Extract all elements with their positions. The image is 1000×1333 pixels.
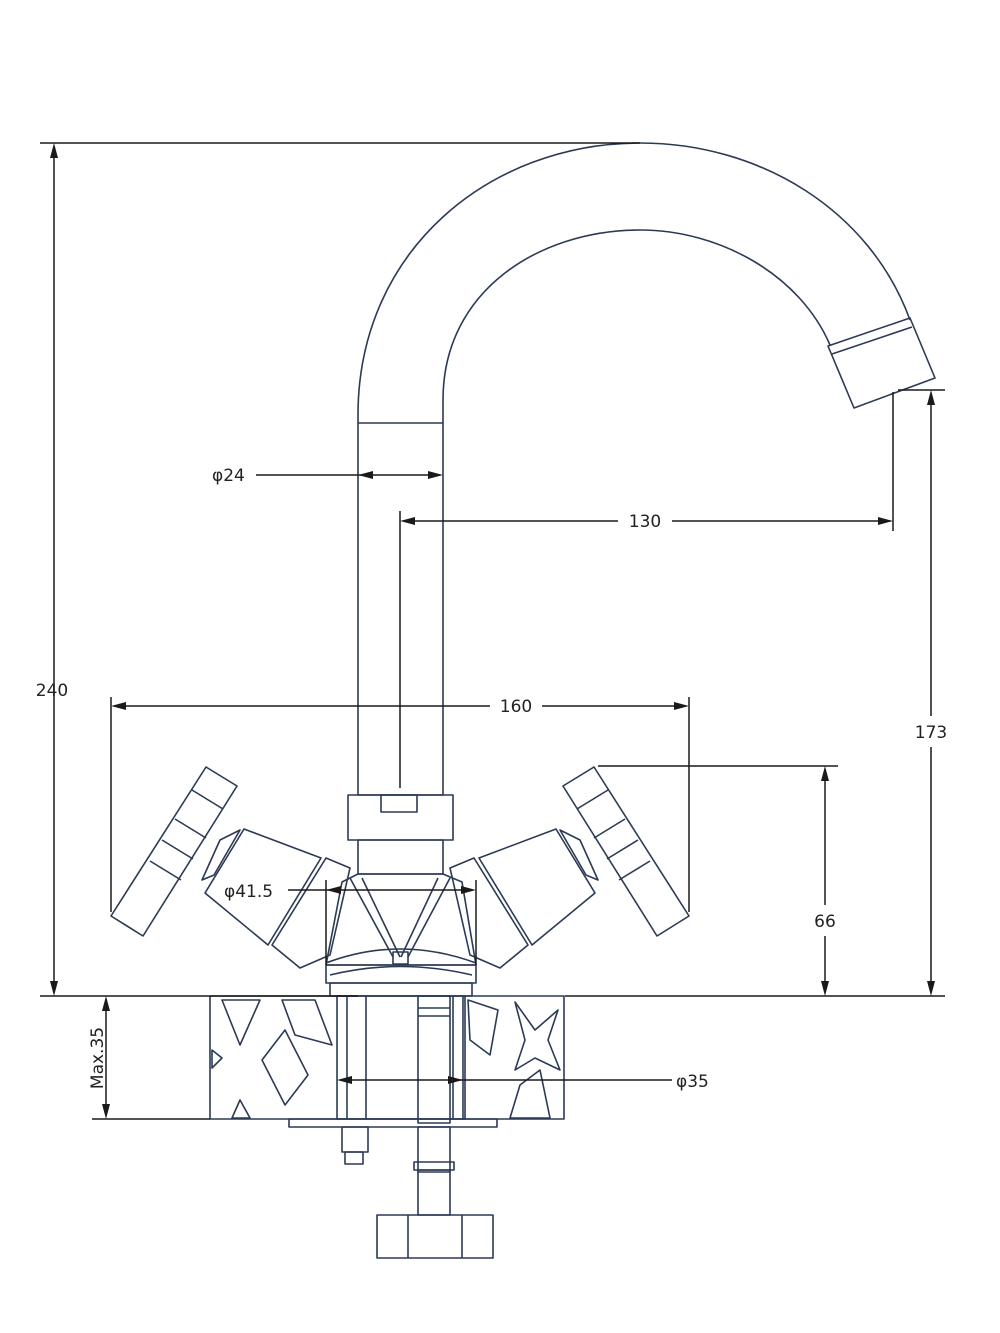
valve-body xyxy=(325,873,477,997)
dim-spout-outlet-height: 173 xyxy=(565,389,947,997)
dim-body-diameter: φ41.5 xyxy=(224,880,477,965)
left-handle xyxy=(110,766,351,969)
under-sink-fittings xyxy=(288,1118,498,1259)
label-spout-reach: 130 xyxy=(629,512,661,532)
spout-collar xyxy=(347,794,454,875)
label-mounting-hole-diameter: φ35 xyxy=(676,1072,709,1092)
right-handle xyxy=(449,766,690,969)
label-overall-height: 240 xyxy=(36,681,68,701)
dim-max-deck-thickness: Max.35 xyxy=(88,996,210,1120)
dim-spout-diameter: φ24 xyxy=(212,466,443,486)
dim-handle-height: 66 xyxy=(598,765,838,996)
dim-spout-reach: 130 xyxy=(399,392,894,788)
dim-overall-height: 240 xyxy=(36,142,640,997)
countertop-section xyxy=(209,995,565,1124)
label-spout-diameter: φ24 xyxy=(212,466,245,486)
label-max-deck-thickness: Max.35 xyxy=(88,1027,108,1089)
spout xyxy=(357,142,936,796)
label-body-diameter: φ41.5 xyxy=(224,882,273,902)
label-handle-span: 160 xyxy=(500,697,532,717)
label-handle-height: 66 xyxy=(814,912,836,932)
dim-handle-span: 160 xyxy=(110,697,690,912)
label-spout-outlet-height: 173 xyxy=(915,723,947,743)
dim-mounting-hole-diameter: φ35 xyxy=(337,1072,709,1092)
